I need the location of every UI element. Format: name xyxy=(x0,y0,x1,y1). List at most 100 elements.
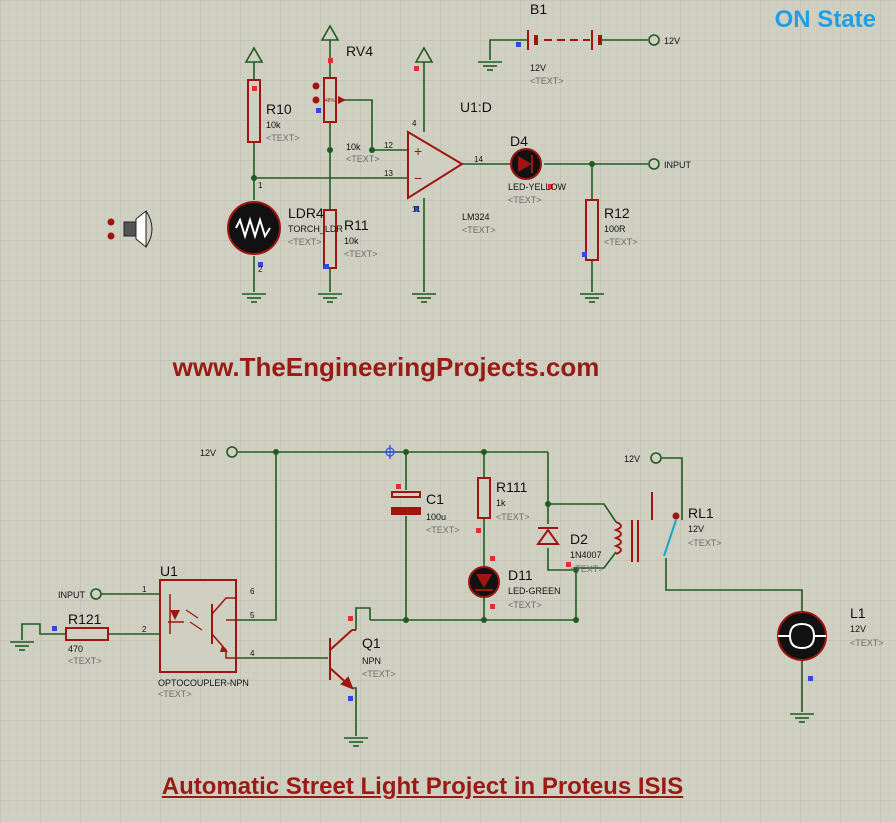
pin-14: 14 xyxy=(474,155,483,164)
opto-pin-1: 1 xyxy=(142,585,147,594)
junctions-top xyxy=(251,147,595,181)
l1-text-tag: <TEXT> xyxy=(850,638,884,648)
terminals-top xyxy=(648,34,660,170)
opto-pin-2: 2 xyxy=(142,625,147,634)
r11-text-tag: <TEXT> xyxy=(344,249,378,259)
opamp-u1d[interactable]: + − xyxy=(407,130,464,200)
v12-left-label: 12V xyxy=(200,448,216,458)
ldr-pin-1: 1 xyxy=(258,181,263,190)
diode-d2[interactable] xyxy=(536,527,560,545)
r12-ref: R12 xyxy=(604,205,630,221)
r111-text-tag: <TEXT> xyxy=(496,512,530,522)
d4-ref: D4 xyxy=(510,133,528,149)
r12-value: 100R xyxy=(604,224,626,234)
rl1-text-tag: <TEXT> xyxy=(688,538,722,548)
terminals-bottom xyxy=(90,446,662,600)
r121-text-tag: <TEXT> xyxy=(68,656,102,666)
l1-value: 12V xyxy=(850,624,866,634)
r10-text-tag: <TEXT> xyxy=(266,133,300,143)
battery-b1[interactable] xyxy=(527,30,602,50)
resistor-r12[interactable] xyxy=(585,199,599,261)
led-d4[interactable] xyxy=(510,148,542,180)
d2-text-tag: <TEXT> xyxy=(570,564,604,574)
rv4-value: 10k xyxy=(346,142,361,152)
opto-pin-4: 4 xyxy=(250,649,255,658)
website-banner: www.TheEngineeringProjects.com xyxy=(172,352,600,382)
opto-pin-6: 6 xyxy=(250,587,255,596)
r10-ref: R10 xyxy=(266,101,292,117)
rv4-ref: RV4 xyxy=(346,43,373,59)
torch-icon[interactable] xyxy=(107,209,153,249)
r121-ref: R121 xyxy=(68,611,102,627)
r12-text-tag: <TEXT> xyxy=(604,237,638,247)
u1-text-tag: <TEXT> xyxy=(158,689,192,699)
capacitor-c1[interactable] xyxy=(391,491,421,515)
led-d11[interactable] xyxy=(468,566,500,598)
r11-value: 10k xyxy=(344,236,359,246)
resistor-r10[interactable] xyxy=(247,79,261,143)
pin-11: 11 xyxy=(412,205,421,214)
ground-symbols-top xyxy=(242,61,604,303)
top-labels: B1 12V <TEXT> 12V RV4 10k <TEXT> R10 10k… xyxy=(258,1,692,274)
r11-ref: R11 xyxy=(344,217,369,233)
rv4-text-tag: <TEXT> xyxy=(346,154,380,164)
d2-value: 1N4007 xyxy=(570,550,602,560)
pin-4: 4 xyxy=(412,119,417,128)
lamp-l1[interactable] xyxy=(777,611,827,661)
d11-text-tag: <TEXT> xyxy=(508,600,542,610)
r121-value: 470 xyxy=(68,644,83,654)
b1-ref: B1 xyxy=(530,1,547,17)
rl1-value: 12V xyxy=(688,524,704,534)
ldr4-value: TORCH_LDR xyxy=(288,224,343,234)
top-circuit xyxy=(253,39,648,292)
r10-value: 10k xyxy=(266,120,281,130)
r111-ref: R111 xyxy=(496,479,528,495)
d11-value: LED-GREEN xyxy=(508,586,561,596)
c1-value: 100u xyxy=(426,512,446,522)
resistor-r121[interactable] xyxy=(65,627,109,641)
ldr-pin-2: 2 xyxy=(258,265,263,274)
transistor-q1[interactable] xyxy=(329,629,356,690)
pin-13: 13 xyxy=(384,169,393,178)
q1-text-tag: <TEXT> xyxy=(362,669,396,679)
potentiometer-rv4[interactable]: 48% xyxy=(312,77,347,123)
input-left-label: INPUT xyxy=(58,590,86,600)
u1d-text-tag: <TEXT> xyxy=(462,225,496,235)
b1-value: 12V xyxy=(530,63,546,73)
l1-ref: L1 xyxy=(850,605,866,621)
svg-text:+: + xyxy=(414,143,422,159)
power-arrows-top xyxy=(244,24,434,63)
ground-symbols-bottom xyxy=(10,641,814,747)
b1-text-tag: <TEXT> xyxy=(530,76,564,86)
input-top-label: INPUT xyxy=(664,160,692,170)
u1d-value: LM324 xyxy=(462,212,490,222)
d2-ref: D2 xyxy=(570,531,588,547)
rl1-ref: RL1 xyxy=(688,505,714,521)
c1-text-tag: <TEXT> xyxy=(426,525,460,535)
junctions-bottom xyxy=(273,449,579,623)
r111-value: 1k xyxy=(496,498,506,508)
svg-text:−: − xyxy=(414,170,422,186)
probe-markers-bottom xyxy=(52,484,813,701)
rv4-percent: 48% xyxy=(325,98,336,104)
ldr-ldr4[interactable] xyxy=(227,201,281,255)
c1-ref: C1 xyxy=(426,491,444,507)
resistor-r11[interactable] xyxy=(323,209,337,269)
v12-top-label: 12V xyxy=(664,36,680,46)
ldr4-ref: LDR4 xyxy=(288,205,324,221)
optocoupler-u1[interactable] xyxy=(159,579,237,673)
resistor-r111[interactable] xyxy=(477,477,491,519)
q1-ref: Q1 xyxy=(362,635,381,651)
opto-pin-5: 5 xyxy=(250,611,255,620)
d4-text-tag: <TEXT> xyxy=(508,195,542,205)
u1-value: OPTOCOUPLER-NPN xyxy=(158,678,249,688)
u1-ref: U1 xyxy=(160,563,178,579)
q1-value: NPN xyxy=(362,656,381,666)
relay-rl1[interactable] xyxy=(613,492,680,562)
bottom-labels: 12V 12V INPUT C1 100u <TEXT> R111 1k <TE… xyxy=(58,448,884,699)
state-indicator: ON State xyxy=(774,6,876,33)
u1d-ref: U1:D xyxy=(460,99,492,115)
v12-right-label: 12V xyxy=(624,454,640,464)
